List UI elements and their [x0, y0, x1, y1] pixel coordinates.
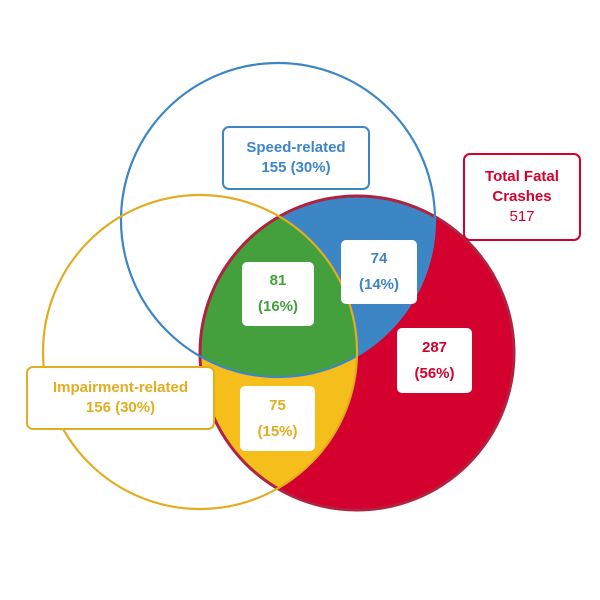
speed-and-impairment-count: 81 — [269, 272, 287, 289]
speed-related-label: Speed-related 155 (30%) — [222, 126, 370, 190]
impairment-only-value-box: 75 (15%) — [240, 386, 315, 451]
total-title-line2: Crashes — [492, 188, 552, 205]
other-crashes-value-box: 287 (56%) — [397, 328, 472, 393]
impairment-related-label: Impairment-related 156 (30%) — [26, 366, 215, 430]
speed-only-percent: (14%) — [358, 276, 399, 293]
speed-related-value: 155 (30%) — [261, 159, 331, 176]
speed-related-title: Speed-related — [246, 139, 346, 156]
other-crashes-count: 287 — [421, 338, 448, 356]
impairment-only-count: 75 — [269, 396, 286, 414]
speed-and-impairment-value-box: 81 (16%) — [242, 262, 314, 326]
speed-only-count: 74 — [370, 250, 388, 267]
total-value: 517 — [509, 208, 535, 225]
speed-only-value-box: 74 (14%) — [341, 240, 417, 304]
total-crashes-circle — [198, 194, 516, 512]
impairment-related-title: Impairment-related — [52, 379, 189, 396]
impairment-related-circle — [41, 193, 359, 511]
impairment-related-value: 156 (30%) — [85, 399, 156, 416]
speed-related-circle — [119, 61, 437, 379]
other-crashes-percent: (56%) — [414, 364, 455, 382]
speed-and-impairment-percent: (16%) — [257, 298, 298, 315]
total-title-line1: Total Fatal — [485, 168, 559, 185]
total-fatal-crashes-label: Total Fatal Crashes 517 — [463, 153, 581, 241]
impairment-only-percent: (15%) — [257, 422, 298, 440]
